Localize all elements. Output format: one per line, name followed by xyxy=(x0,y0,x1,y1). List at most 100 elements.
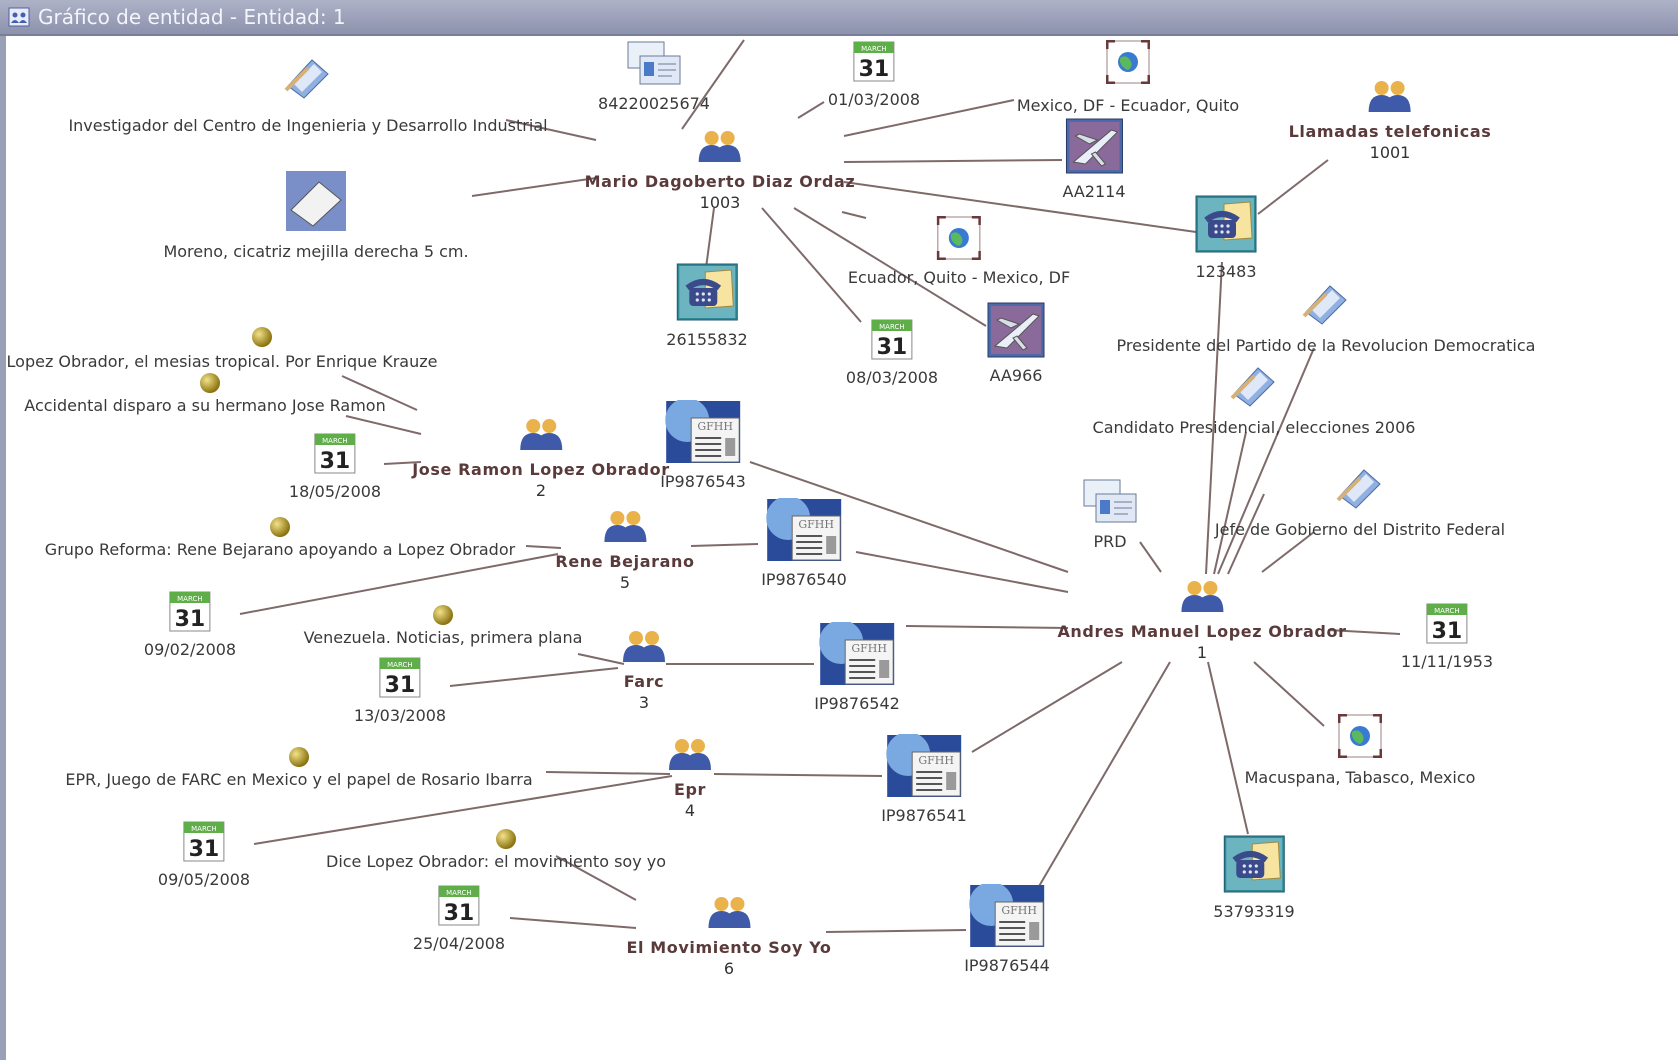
entity-label: IP9876540 xyxy=(761,570,847,589)
entity-node[interactable]: GFHH IP9876540 xyxy=(761,496,847,590)
entity-label: Accidental disparo a su hermano Jose Ram… xyxy=(24,396,386,415)
svg-text:GFHH: GFHH xyxy=(918,754,954,767)
entity-label: AA966 xyxy=(989,366,1043,385)
entity-node[interactable]: Lopez Obrador, el mesias tropical. Por E… xyxy=(7,326,437,371)
entity-node[interactable]: Presidente del Partido de la Revolucion … xyxy=(1117,282,1535,355)
edge xyxy=(843,99,1015,137)
entity-id: 1003 xyxy=(699,193,741,212)
edge xyxy=(713,773,883,777)
entity-node[interactable]: 84220025674 xyxy=(598,40,710,114)
entity-label: 123483 xyxy=(1195,262,1257,281)
svg-text:31: 31 xyxy=(189,837,220,862)
people-icon xyxy=(555,508,694,548)
people-icon xyxy=(1057,578,1346,618)
web-document-icon: GFHH xyxy=(881,732,967,802)
globe-icon xyxy=(1337,713,1383,762)
entity-node[interactable]: PRD xyxy=(1082,478,1138,552)
entity-node[interactable]: AA966 xyxy=(987,302,1045,386)
entity-node[interactable]: Mexico, DF - Ecuador, Quito xyxy=(1017,39,1239,115)
gold-ball-icon xyxy=(251,326,273,352)
entity-node[interactable]: MARCH 31 25/04/2008 xyxy=(413,884,505,954)
entity-node[interactable]: GFHH IP9876541 xyxy=(881,732,967,826)
entity-id: 5 xyxy=(619,573,631,592)
edge xyxy=(1327,629,1401,635)
person-name: Epr xyxy=(673,780,707,799)
edge xyxy=(345,415,422,435)
edge xyxy=(1037,661,1171,889)
entity-label: 09/02/2008 xyxy=(143,640,237,659)
edge xyxy=(509,917,637,929)
svg-text:GFHH: GFHH xyxy=(697,420,733,433)
entity-node[interactable]: Grupo Reforma: Rene Bejarano apoyando a … xyxy=(45,516,515,559)
entity-node[interactable]: EPR, Juego de FARC en Mexico y el papel … xyxy=(65,746,533,789)
edge xyxy=(1207,661,1249,835)
entity-label: Jefe de Gobierno del Distrito Federal xyxy=(1214,520,1506,539)
entity-label: Ecuador, Quito - Mexico, DF xyxy=(847,268,1071,287)
graph-canvas[interactable]: Mario Dagoberto Diaz Ordaz 1003 Llamadas … xyxy=(6,36,1678,1060)
person-name: Farc xyxy=(623,672,665,691)
gold-ball-icon xyxy=(288,746,310,772)
entity-node[interactable]: Accidental disparo a su hermano Jose Ram… xyxy=(24,372,386,415)
title-bar: Gráfico de entidad - Entidad: 1 xyxy=(0,0,1678,36)
edge xyxy=(1205,261,1223,575)
edge xyxy=(1139,541,1162,573)
entity-node[interactable]: GFHH IP9876542 xyxy=(814,620,900,714)
web-document-icon: GFHH xyxy=(660,398,746,468)
graph-edges xyxy=(239,39,1401,933)
person-node[interactable]: Farc 3 xyxy=(621,628,667,714)
telephone-icon xyxy=(1213,834,1294,898)
entity-node[interactable]: Dice Lopez Obrador: el movimiento soy yo xyxy=(326,828,666,871)
entity-label: 09/05/2008 xyxy=(157,870,251,889)
entity-label: Macuspana, Tabasco, Mexico xyxy=(1244,768,1476,787)
newspaper-icon xyxy=(284,56,332,104)
edge xyxy=(841,211,867,219)
person-node[interactable]: Mario Dagoberto Diaz Ordaz 1003 xyxy=(585,128,856,214)
entity-label: 25/04/2008 xyxy=(412,934,506,953)
svg-text:31: 31 xyxy=(385,673,416,698)
entity-node[interactable]: Jefe de Gobierno del Distrito Federal xyxy=(1215,466,1505,539)
entity-node[interactable]: Venezuela. Noticias, primera plana xyxy=(304,604,582,647)
edge xyxy=(239,553,559,615)
entity-node[interactable]: AA2114 xyxy=(1062,118,1126,202)
entity-node[interactable]: Candidato Presidencial, elecciones 2006 xyxy=(1093,364,1415,437)
entity-node[interactable]: Macuspana, Tabasco, Mexico xyxy=(1245,713,1475,787)
entity-node[interactable]: GFHH IP9876544 xyxy=(964,882,1050,976)
entity-node[interactable]: 123483 xyxy=(1194,194,1258,282)
entity-label: EPR, Juego de FARC en Mexico y el papel … xyxy=(65,770,533,789)
edge xyxy=(1257,159,1329,215)
entity-id: 3 xyxy=(638,693,650,712)
entity-node[interactable]: Investigador del Centro de Ingenieria y … xyxy=(68,56,548,135)
person-name: Mario Dagoberto Diaz Ordaz xyxy=(584,172,856,191)
svg-text:MARCH: MARCH xyxy=(1434,607,1460,615)
entity-node[interactable]: GFHH IP9876543 xyxy=(660,398,746,492)
edge xyxy=(749,461,1069,573)
svg-text:MARCH: MARCH xyxy=(879,323,905,331)
calendar-icon: MARCH 31 xyxy=(413,884,505,930)
entity-node[interactable]: Ecuador, Quito - Mexico, DF xyxy=(847,215,1071,288)
entity-node[interactable]: 53793319 xyxy=(1213,834,1295,922)
gold-ball-icon xyxy=(269,516,291,542)
people-icon xyxy=(412,416,670,456)
entity-node[interactable]: 26155832 xyxy=(666,262,748,350)
gold-ball-icon xyxy=(199,372,221,398)
entity-label: Lopez Obrador, el mesias tropical. Por E… xyxy=(6,352,438,371)
entity-node[interactable]: Moreno, cicatriz mejilla derecha 5 cm. xyxy=(163,170,469,261)
graph-window-icon xyxy=(8,7,30,27)
airplane-icon xyxy=(987,302,1045,362)
web-document-icon: GFHH xyxy=(814,620,900,690)
edge xyxy=(253,775,673,845)
entity-label: Investigador del Centro de Ingenieria y … xyxy=(68,116,548,135)
